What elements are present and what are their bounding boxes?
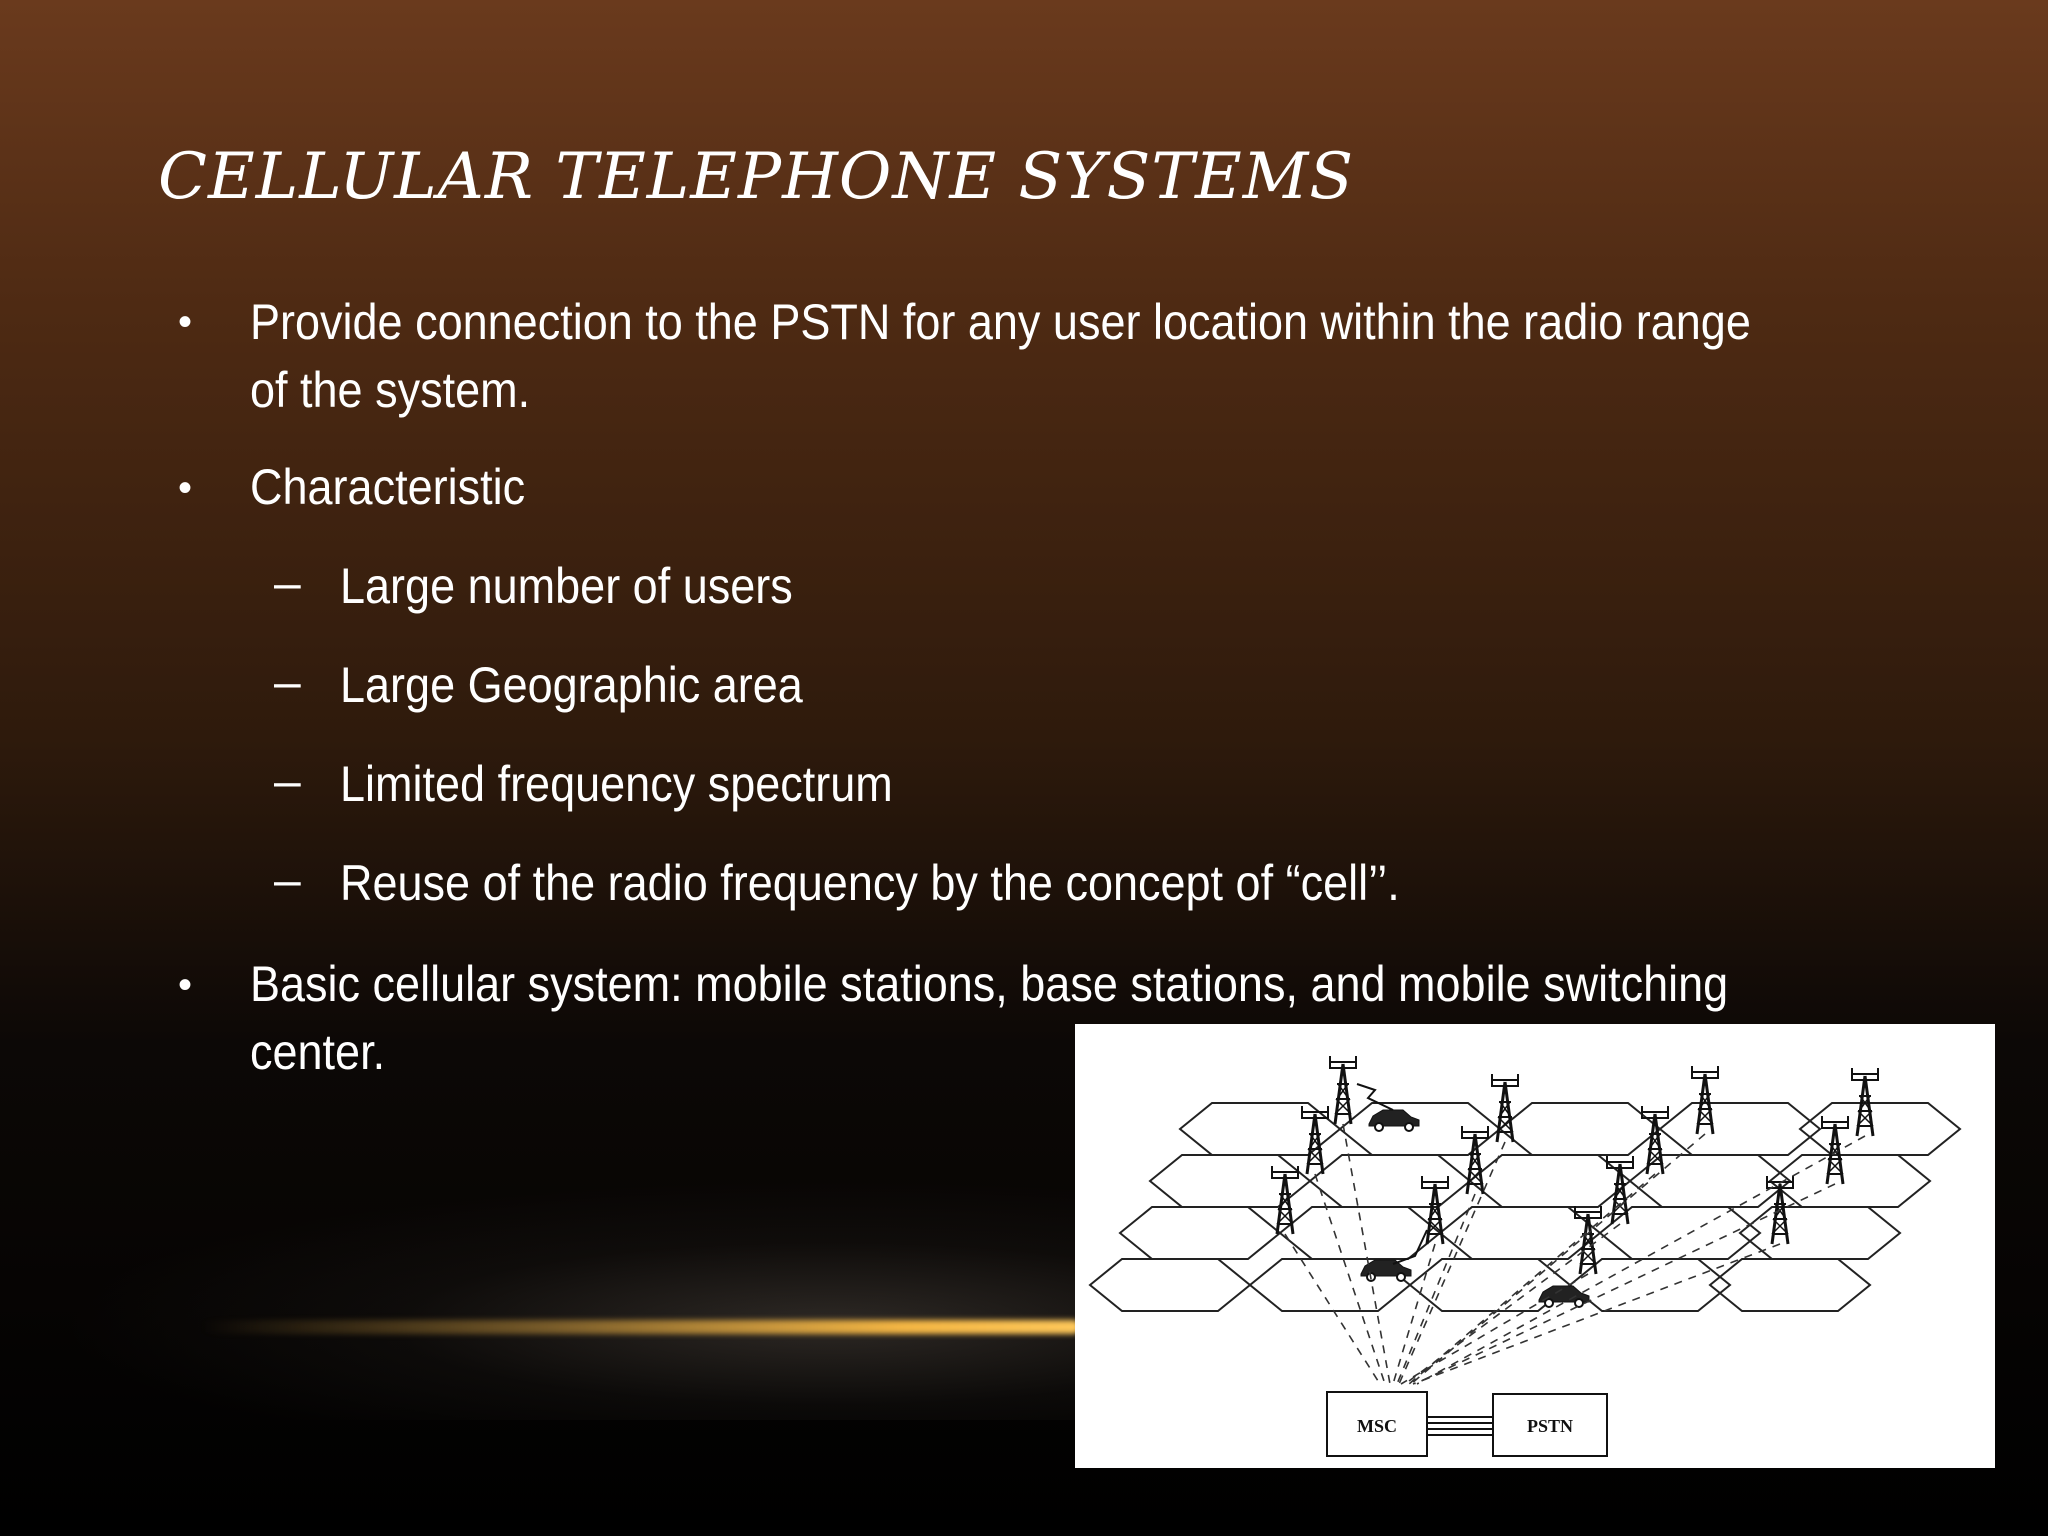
- bullet-characteristic: Characteristic: [250, 459, 526, 515]
- bullet-basic-system-line2: center.: [250, 1024, 386, 1080]
- cellular-network-diagram: MSC PSTN: [1075, 1024, 1995, 1468]
- slide-title: CELLULAR TELEPHONE SYSTEMS: [158, 140, 1355, 214]
- sub-bullet-marker: –: [274, 557, 301, 610]
- sub-bullet-marker: –: [274, 656, 301, 709]
- pstn-link: [1427, 1416, 1493, 1436]
- sub-bullet-reuse: Reuse of the radio frequency by the conc…: [340, 855, 1400, 911]
- msc-links: [1284, 1123, 1866, 1385]
- sub-bullet-marker: –: [274, 755, 301, 808]
- bullet-marker: •: [178, 963, 193, 1007]
- sub-bullet-geographic: Large Geographic area: [340, 657, 803, 713]
- cell-grid: [1089, 1102, 1961, 1312]
- bullet-marker: •: [178, 466, 193, 510]
- bullet-basic-system-line1: Basic cellular system: mobile stations, …: [250, 956, 1729, 1012]
- background-glow: [60, 1180, 1160, 1420]
- bullet-marker: •: [178, 300, 193, 344]
- msc-label: MSC: [1357, 1416, 1397, 1436]
- bullet-connection-line1: Provide connection to the PSTN for any u…: [250, 294, 1751, 350]
- sub-bullet-users: Large number of users: [340, 558, 793, 614]
- sub-bullet-spectrum: Limited frequency spectrum: [340, 756, 893, 812]
- antenna-tower-icon: [1270, 1054, 1880, 1276]
- msc-box: MSC: [1326, 1391, 1428, 1457]
- pstn-label: PSTN: [1527, 1416, 1573, 1436]
- pstn-box: PSTN: [1492, 1393, 1608, 1457]
- sub-bullet-marker: –: [274, 854, 301, 907]
- bullet-connection-line2: of the system.: [250, 362, 531, 418]
- decorative-light-streak: [200, 1320, 1080, 1334]
